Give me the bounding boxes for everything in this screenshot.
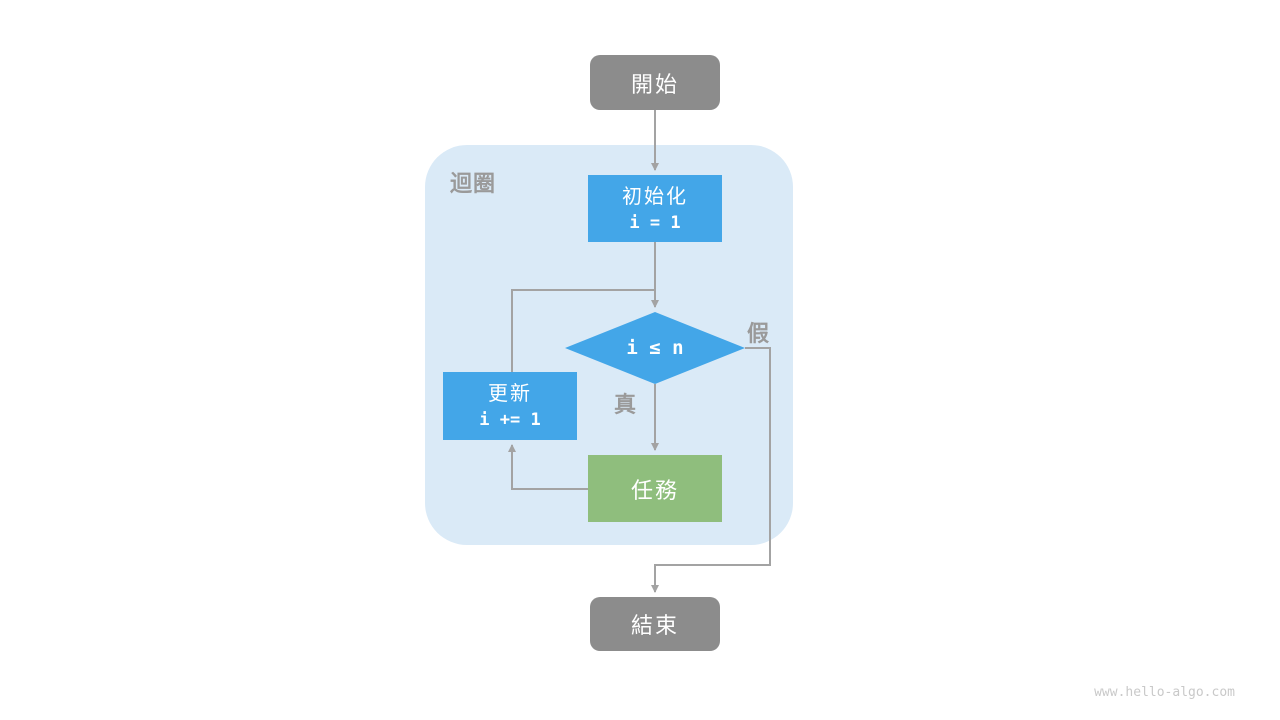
init-node: 初始化 i = 1 (588, 175, 722, 242)
update-node-title: 更新 (488, 383, 532, 406)
start-node: 開始 (590, 55, 720, 110)
task-node-label: 任務 (630, 477, 679, 503)
end-node-label: 結束 (630, 613, 679, 638)
update-node: 更新 i += 1 (443, 372, 577, 440)
condition-node-label: i ≤ n (626, 337, 684, 359)
watermark-text: www.hello-algo.com (1094, 685, 1235, 700)
branch-true-label: 真 (614, 392, 638, 417)
init-node-title: 初始化 (622, 185, 688, 208)
task-node: 任務 (588, 455, 722, 522)
end-node: 結束 (590, 597, 720, 651)
init-node-code: i = 1 (629, 212, 681, 233)
loop-group-label: 迴圈 (450, 171, 497, 196)
update-node-code: i += 1 (479, 410, 541, 431)
start-node-label: 開始 (630, 71, 679, 97)
branch-false-label: 假 (747, 321, 771, 346)
